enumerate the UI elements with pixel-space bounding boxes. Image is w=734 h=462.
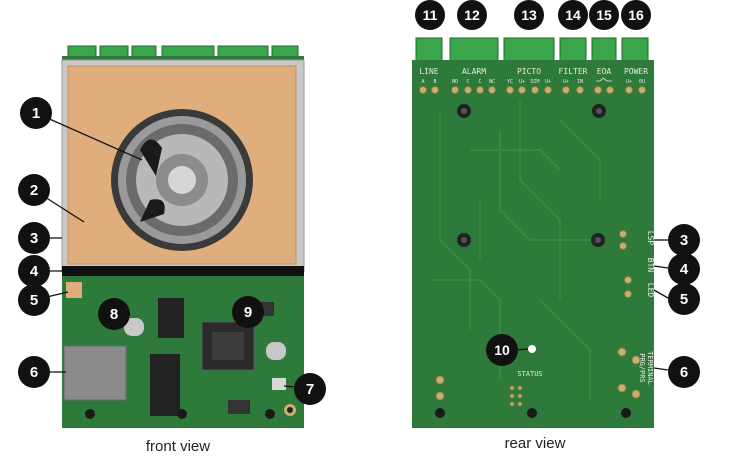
badge-6: 6 [18, 356, 50, 388]
terminal-labels: LINE A B ALARM NO C C NC PICTO YC U+ DIM… [419, 67, 648, 85]
svg-text:11: 11 [423, 7, 438, 23]
badge-16: 16 [621, 0, 651, 30]
rear-bottom-holes [435, 408, 631, 418]
svg-text:A: A [421, 79, 424, 85]
group-label-filter: FILTER [559, 67, 588, 76]
rear-pcb [412, 60, 654, 428]
label-lsp: LSP [646, 231, 655, 246]
badge-10: 10 [486, 334, 518, 366]
svg-text:13: 13 [521, 7, 537, 23]
front-view-caption: front view [145, 438, 211, 455]
svg-text:9: 9 [244, 304, 252, 321]
svg-text:U+: U+ [626, 79, 632, 85]
svg-text:5: 5 [30, 292, 38, 309]
badge-rear-4: 4 [668, 253, 700, 285]
svg-text:U+: U+ [519, 79, 525, 85]
svg-text:IN: IN [577, 79, 583, 85]
svg-text:C: C [466, 79, 469, 85]
svg-text:NC: NC [489, 79, 495, 85]
mounting-screws [457, 104, 606, 247]
svg-text:U+: U+ [563, 79, 569, 85]
svg-text:14: 14 [565, 7, 581, 23]
svg-text:5: 5 [680, 291, 688, 308]
label-terminal-1: PRG/PRS [638, 353, 646, 383]
badge-14: 14 [558, 0, 588, 30]
label-terminal-2: TERMINAL [646, 351, 654, 385]
svg-text:10: 10 [494, 342, 510, 358]
rear-badges: 11 12 13 14 15 16 10 3 4 5 6 [415, 0, 700, 388]
label-led: LED [646, 283, 655, 298]
front-view: 1 2 3 4 5 6 7 8 9 [18, 45, 326, 428]
rear-view: LINE A B ALARM NO C C NC PICTO YC U+ DIM… [412, 0, 700, 428]
badge-2: 2 [18, 174, 50, 206]
svg-text:YC: YC [507, 79, 513, 85]
svg-text:C: C [478, 79, 481, 85]
badge-11: 11 [415, 0, 445, 30]
speaker [111, 109, 253, 251]
badge-7: 7 [294, 373, 326, 405]
status-led [528, 345, 536, 353]
terminal-pads [419, 86, 646, 94]
rear-view-caption: rear view [504, 435, 566, 452]
svg-text:DIM: DIM [530, 79, 539, 85]
svg-text:8: 8 [110, 306, 118, 323]
svg-text:1: 1 [32, 105, 40, 122]
rear-connectors [415, 37, 649, 63]
group-label-power: POWER [624, 67, 648, 76]
svg-text:15: 15 [596, 7, 612, 23]
badge-5: 5 [18, 284, 50, 316]
label-btn: BTN [646, 258, 655, 273]
svg-text:16: 16 [628, 7, 644, 23]
svg-text:6: 6 [30, 364, 38, 381]
svg-text:7: 7 [306, 381, 314, 398]
badge-rear-3: 3 [668, 224, 700, 256]
group-label-line: LINE [419, 67, 438, 76]
svg-text:NO: NO [452, 79, 458, 85]
group-label-picto: PICTO [517, 67, 541, 76]
rear-leader-lines [515, 239, 669, 371]
group-label-eoa: EOA [597, 67, 612, 76]
badge-12: 12 [457, 0, 487, 30]
svg-text:12: 12 [464, 7, 480, 23]
status-label: STATUS [517, 370, 542, 378]
side-pads [435, 230, 641, 407]
badge-9: 9 [232, 296, 264, 328]
svg-text:6: 6 [680, 364, 688, 381]
badge-3: 3 [18, 222, 50, 254]
svg-text:U+: U+ [545, 79, 551, 85]
svg-text:2: 2 [30, 182, 38, 199]
button-strip [62, 266, 304, 276]
badge-rear-6: 6 [668, 356, 700, 388]
badge-rear-5: 5 [668, 283, 700, 315]
svg-text:3: 3 [30, 230, 38, 247]
svg-text:4: 4 [30, 263, 39, 280]
svg-text:B: B [433, 79, 436, 85]
svg-text:3: 3 [680, 232, 688, 249]
group-label-alarm: ALARM [462, 67, 486, 76]
badge-15: 15 [589, 0, 619, 30]
front-components [63, 282, 296, 419]
rear-traces [430, 100, 601, 400]
badge-1: 1 [20, 97, 52, 129]
svg-text:4: 4 [680, 261, 689, 278]
svg-text:0U: 0U [639, 79, 645, 85]
badge-4: 4 [18, 255, 50, 287]
badge-8: 8 [98, 298, 130, 330]
badge-13: 13 [514, 0, 544, 30]
front-badges: 1 2 3 4 5 6 7 8 9 [18, 97, 326, 405]
